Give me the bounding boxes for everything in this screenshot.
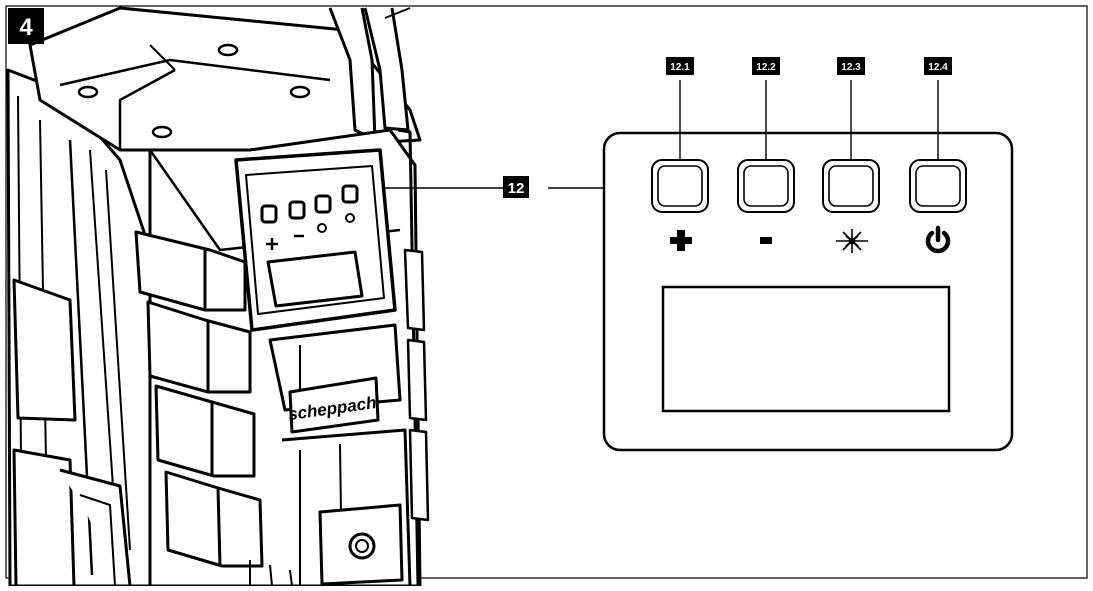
plus-icon <box>670 230 692 251</box>
callout-12-badge <box>503 176 529 198</box>
callout-12-1-badge <box>666 57 694 75</box>
figure-number: 4 <box>19 14 33 41</box>
panel-button-12-1[interactable] <box>651 159 709 213</box>
callout-12-label: 12 <box>508 180 525 197</box>
panel-button-12-4[interactable] <box>909 159 967 213</box>
panel-button-12-3[interactable] <box>822 159 880 213</box>
callout-12-2-label: 12.2 <box>756 62 776 73</box>
light-burst-icon <box>836 229 868 253</box>
callout-12-3-badge <box>837 57 865 75</box>
callout-12-2-badge <box>752 57 780 75</box>
figure-number-badge <box>8 8 44 44</box>
figure-frame <box>5 5 1088 579</box>
panel-button-12-2[interactable] <box>737 159 795 213</box>
callout-12-1-label: 12.1 <box>670 62 690 73</box>
panel-display-screen <box>661 285 951 413</box>
power-icon <box>925 225 951 254</box>
callout-12-4-label: 12.4 <box>928 62 948 73</box>
callout-12-4-badge <box>924 57 952 75</box>
callout-12-3-label: 12.3 <box>841 62 861 73</box>
minus-icon <box>760 237 772 244</box>
device-illustration: scheppach <box>6 6 430 588</box>
